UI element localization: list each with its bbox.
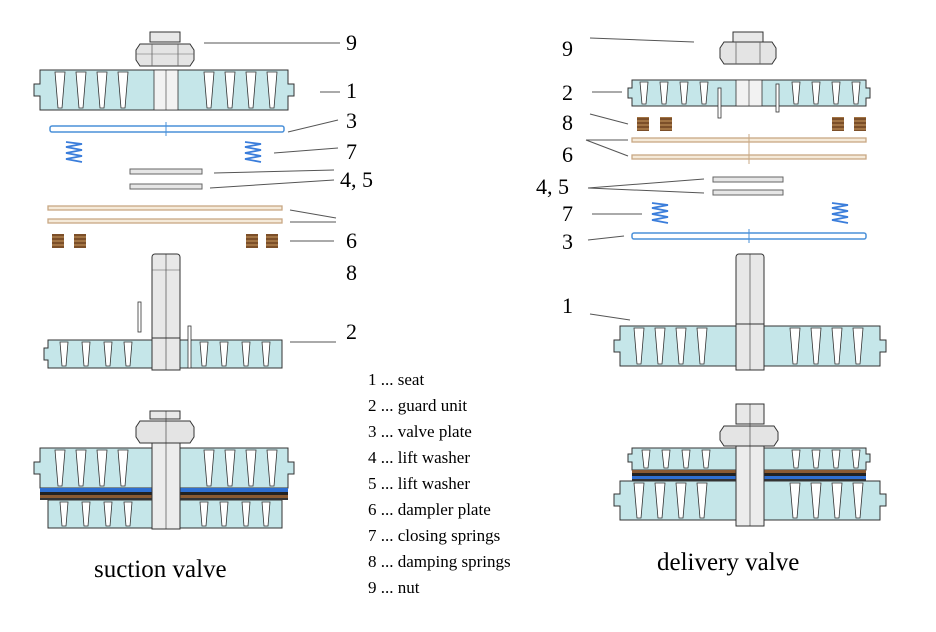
suction-callout-1: 1: [346, 78, 357, 103]
legend-item: 4 ... lift washer: [368, 448, 470, 467]
suction-callout-7: 7: [346, 139, 357, 164]
suction-closing-springs: [65, 141, 262, 163]
legend-item: 6 ... dampler plate: [368, 500, 491, 519]
delivery-callout-4-5: 4, 5: [536, 174, 569, 199]
delivery-callout-3: 3: [562, 229, 573, 254]
suction-nut: [135, 31, 195, 67]
suction-damper-plate-a: [47, 205, 283, 211]
caption-delivery-valve: delivery valve: [657, 549, 800, 576]
delivery-guard-unit: [627, 79, 871, 119]
suction-callout-3: 3: [346, 108, 357, 133]
suction-damping-springs: [52, 234, 278, 248]
legend-item: 2 ... guard unit: [368, 396, 468, 415]
delivery-assembled: [613, 403, 887, 527]
delivery-closing-springs: [651, 202, 849, 224]
delivery-damping-springs: [637, 117, 866, 131]
suction-lift-washer-4: [129, 168, 203, 175]
legend-item: 9 ... nut: [368, 578, 420, 597]
suction-lift-washer-5: [129, 183, 203, 190]
delivery-callout-1: 1: [562, 293, 573, 318]
legend-item: 5 ... lift washer: [368, 474, 470, 493]
suction-callout-2: 2: [346, 319, 357, 344]
legend-item: 8 ... damping springs: [368, 552, 511, 571]
delivery-callout-2: 2: [562, 80, 573, 105]
delivery-callout-6: 6: [562, 142, 573, 167]
suction-exploded: [33, 31, 295, 371]
legend-item: 3 ... valve plate: [368, 422, 472, 441]
suction-leaders: [204, 42, 340, 343]
suction-guard-unit: [43, 253, 283, 371]
delivery-nut: [719, 31, 777, 65]
delivery-lift-washer-5: [712, 189, 784, 196]
suction-valve-plate: [49, 125, 285, 133]
delivery-callout-7: 7: [562, 201, 573, 226]
suction-damper-plate-b: [47, 218, 283, 224]
legend-item: 7 ... closing springs: [368, 526, 501, 545]
suction-assembled: [33, 410, 295, 530]
suction-callout-4-5: 4, 5: [340, 167, 373, 192]
suction-callout-6: 6: [346, 228, 357, 253]
delivery-lift-washer-4: [712, 176, 784, 183]
suction-seat: [33, 69, 295, 111]
delivery-exploded: [613, 31, 887, 371]
delivery-callout-9: 9: [562, 36, 573, 61]
caption-suction-valve: suction valve: [94, 556, 227, 583]
delivery-seat: [613, 253, 887, 371]
suction-callout-9: 9: [346, 30, 357, 55]
legend-item: 1 ... seat: [368, 370, 425, 389]
delivery-leaders: [585, 37, 705, 321]
delivery-callout-8: 8: [562, 110, 573, 135]
suction-callout-8: 8: [346, 260, 357, 285]
